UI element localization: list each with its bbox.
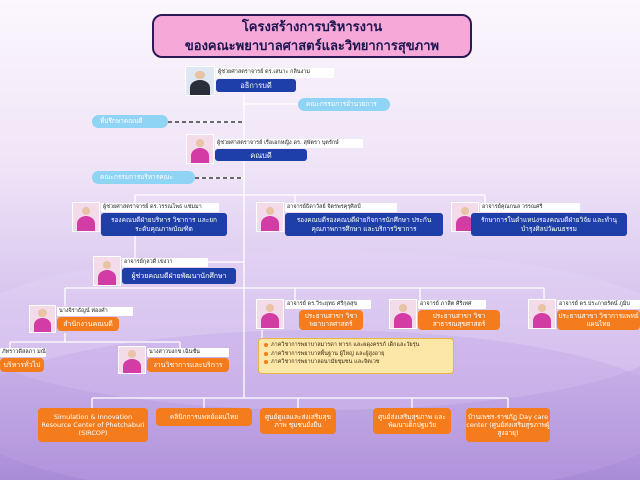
advisor-box: ที่ปรึกษาคณบดี — [92, 115, 168, 128]
avatar — [537, 304, 547, 313]
program-chair-photo — [389, 299, 417, 329]
title-line-1: โครงสร้างการบริหารงาน — [241, 20, 383, 35]
center-box: คลินิกการแพทย์แผนไทย — [156, 408, 252, 426]
executive-committee-box: คณะกรรมการบริหารคณะ — [92, 171, 195, 184]
general-admin-name: ภัทราวดีสลภา มณีบัน — [0, 348, 46, 357]
deputy-position: รองคณบดีรองคณบดีฝ่ายกิจการนักศึกษา ประกั… — [285, 213, 443, 236]
dean-name: ผู้ช่วยศาสตราจารย์ เรือเอกหญิง ดร. สุพัต… — [215, 139, 363, 148]
avatar — [81, 207, 91, 216]
dean-position: คณบดี — [215, 149, 307, 161]
academic-services-photo — [118, 346, 146, 374]
deputy-photo — [72, 202, 100, 232]
assistant-dean-photo — [93, 256, 121, 286]
avatar — [460, 207, 470, 216]
avatar — [265, 207, 275, 216]
general-admin-box: บริหารทั่วไป — [0, 358, 44, 372]
avatar — [76, 215, 96, 231]
list-item: ภาควิชาการพยาบาลอนามัยชุมชน และจิตเวช — [264, 358, 448, 367]
office-head-name: นางจิราธัญน์ ท่องคำ — [57, 307, 133, 316]
university-committee-box: คณะกรรมการอำนวยการ — [298, 98, 390, 111]
avatar — [38, 309, 47, 317]
deputy-position: รักษาการในตำแหน่งรองคณบดีฝ่ายวิจัย และทำ… — [471, 213, 627, 236]
center-box: ศูนย์ส่งเสริมสุขภาพ และพัฒนาเด็กปฐมวัย — [373, 408, 451, 434]
center-box: Simulation & Innovation Resource Center … — [38, 408, 148, 442]
avatar — [127, 350, 137, 358]
avatar — [102, 261, 112, 270]
program-chair-name: อาจารย์ ภาสิต ศิริเทศ — [418, 300, 486, 309]
president-position: อธิการบดี — [216, 79, 296, 92]
list-item: ภาควิชาการพยาบาลมารดา ทารก และผดุงครรภ์ … — [264, 341, 448, 350]
center-box: ศูนย์ดูแลและส่งเสริมสุขภาพ ชุมชนยั่งยืน — [260, 408, 336, 434]
avatar — [393, 312, 413, 328]
deputy-name: อาจารย์ธิดาวัลย์ จิตรพรคุรุศิลป์ — [285, 203, 397, 212]
avatar — [265, 304, 275, 313]
avatar — [122, 358, 142, 373]
academic-services-box: งานวิชาการและบริการ — [147, 358, 229, 372]
program-box: ประธานสาขา วิชาพยาบาลศาสตร์ — [299, 310, 363, 330]
program-chair-name: อาจารย์ ดร.ประภายรัตน์ ภูมิบ — [557, 300, 640, 309]
title-line-2: ของคณะพยาบาลศาสตร์และวิทยาการสุขภาพ — [184, 39, 440, 54]
bullet-icon — [264, 360, 268, 365]
avatar — [190, 79, 210, 95]
avatar — [455, 215, 475, 231]
avatar — [97, 269, 117, 285]
president-name: ผู้ช่วยศาสตราจารย์ ดร.เสนาะ กลิ่นงาม — [216, 68, 334, 78]
program-chair-name: อาจารย์ ดร.วีระยุทธ ศรีกุลสุข — [285, 300, 371, 309]
avatar — [260, 215, 280, 231]
president-photo — [185, 66, 215, 96]
avatar — [260, 312, 280, 328]
avatar — [195, 71, 205, 80]
dean-photo — [186, 134, 214, 164]
deputy-photo — [256, 202, 284, 232]
avatar — [33, 317, 52, 332]
list-item: ภาควิชาการพยาบาลพื้นฐาน ผู้ใหญ่ และผู้สู… — [264, 350, 448, 359]
bullet-icon — [264, 351, 268, 356]
program-box: ประธานสาขา วิชาการแพทย์แผนไทย — [557, 310, 640, 330]
deputy-name: ผู้ช่วยศาสตราจารย์ ดร.วรรณโพธ แช่มมา — [101, 203, 219, 212]
department-list: ภาควิชาการพยาบาลมารดา ทารก และผดุงครรภ์ … — [258, 338, 454, 374]
bullet-icon — [264, 343, 268, 348]
assistant-dean-position: ผู้ช่วยคณบดีฝ่ายพัฒนานักศึกษา — [122, 268, 236, 284]
avatar — [190, 147, 210, 163]
page-title: โครงสร้างการบริหารงาน ของคณะพยาบาลศาสตร์… — [152, 14, 472, 58]
avatar — [195, 139, 205, 148]
deputy-position: รองคณบดีฝ่ายบริหาร วิชาการ และยกระดับคุณ… — [101, 213, 227, 236]
academic-services-name: นางสาวบงกช เฉินซั้น — [147, 348, 229, 357]
avatar — [398, 304, 408, 313]
office-box: สำนักงานคณบดี — [57, 317, 119, 331]
assistant-dean-name: อาจารย์กุลวดี เข่งวา — [122, 258, 208, 267]
program-chair-photo — [528, 299, 556, 329]
center-box: บ้านเพชร-ราชภัฏ Day care center (ศูนย์ส่… — [466, 408, 550, 442]
program-box: ประธานสาขา วิชาสาธารณสุขศาสตร์ — [418, 310, 500, 330]
office-head-photo — [29, 305, 56, 333]
deputy-name: อาจารย์คุณกนล วรรณศรี — [480, 203, 580, 212]
avatar — [532, 312, 552, 328]
program-chair-photo — [256, 299, 284, 329]
